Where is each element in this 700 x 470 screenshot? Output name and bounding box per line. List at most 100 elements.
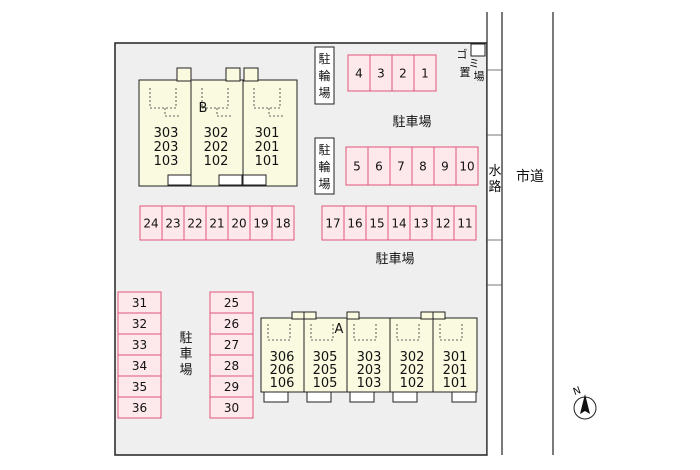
parking-space-number: 9 — [441, 159, 449, 173]
parking-space-36: 36 — [117, 396, 162, 419]
building-a-notch-5 — [432, 311, 446, 320]
room-a-5-2: 201 — [443, 363, 468, 378]
parking-space-number: 12 — [435, 216, 450, 230]
parking-space-28: 28 — [209, 354, 254, 377]
building-b-body — [138, 79, 298, 187]
parking-space-9: 9 — [433, 146, 457, 186]
bike-label-1c: 場 — [318, 86, 330, 100]
room-b-1-3: 103 — [154, 154, 179, 169]
room-a-4-2: 202 — [400, 363, 425, 378]
parking-space-number: 27 — [224, 338, 239, 352]
room-b-3-3: 101 — [255, 154, 280, 169]
room-a-3-3: 103 — [357, 376, 382, 391]
parking-space-7: 7 — [389, 146, 413, 186]
bicycle-parking-2 — [314, 137, 335, 195]
parking-space-number: 13 — [413, 216, 428, 230]
parking-label-upper: 駐車場 — [392, 115, 431, 130]
garbage-label-4: 場 — [474, 70, 485, 83]
building-b: B 303 203 103 302 202 102 301 201 101 — [138, 67, 298, 187]
parking-space-13: 13 — [409, 205, 433, 241]
building-a-notch-2 — [303, 311, 317, 320]
parking-space-number: 18 — [275, 216, 290, 230]
parking-space-number: 15 — [369, 216, 384, 230]
building-b-notch-1 — [176, 67, 192, 82]
parking-space-number: 36 — [132, 401, 147, 415]
room-b-2-2: 202 — [204, 140, 229, 155]
parking-space-number: 2 — [399, 66, 407, 80]
parking-space-11: 11 — [453, 205, 477, 241]
parking-space-number: 28 — [224, 359, 239, 373]
city-road-label: 市道 — [516, 168, 544, 185]
parking-space-23: 23 — [161, 205, 185, 241]
room-a-3-2: 203 — [357, 363, 382, 378]
room-a-4-1: 302 — [400, 350, 425, 365]
building-b-notch-3 — [243, 67, 259, 82]
parking-space-number: 7 — [397, 159, 405, 173]
bike-label-2a: 駐 — [318, 142, 330, 157]
room-b-1-1: 303 — [154, 126, 179, 141]
parking-label-middle: 駐車場 — [375, 252, 414, 267]
room-b-1-2: 203 — [154, 140, 179, 155]
room-b-3-1: 301 — [255, 126, 280, 141]
parking-space-number: 25 — [224, 296, 239, 310]
parking-space-24: 24 — [139, 205, 163, 241]
room-a-1-3: 106 — [270, 376, 295, 391]
parking-space-number: 19 — [253, 216, 268, 230]
garbage-label-3: 置 — [460, 66, 471, 79]
parking-label-left-3: 場 — [179, 363, 192, 378]
waterway-label-2: 路 — [488, 179, 501, 195]
parking-space-33: 33 — [117, 333, 162, 356]
room-a-4-3: 102 — [400, 376, 425, 391]
parking-space-14: 14 — [387, 205, 411, 241]
room-a-2-3: 105 — [313, 376, 338, 391]
parking-space-6: 6 — [367, 146, 391, 186]
room-a-3-1: 303 — [357, 350, 382, 365]
building-a-label: A — [335, 322, 344, 337]
parking-space-32: 32 — [117, 312, 162, 335]
building-b-notch-2 — [225, 67, 241, 82]
parking-space-1: 1 — [413, 54, 437, 92]
parking-space-number: 23 — [165, 216, 180, 230]
parking-space-number: 10 — [459, 159, 474, 173]
compass-needle — [580, 394, 590, 414]
parking-space-number: 34 — [132, 359, 147, 373]
parking-space-10: 10 — [455, 146, 479, 186]
parking-space-35: 35 — [117, 375, 162, 398]
parking-space-box — [271, 205, 295, 241]
parking-space-29: 29 — [209, 375, 254, 398]
north-label: N — [572, 385, 583, 398]
waterway-label-1: 水 — [488, 164, 501, 179]
parking-space-8: 8 — [411, 146, 435, 186]
parking-space-number: 8 — [419, 159, 427, 173]
parking-space-number: 5 — [353, 159, 361, 173]
building-a-entrance-2 — [306, 391, 332, 403]
parking-label-left-1: 駐 — [179, 331, 192, 346]
parking-space-number: 14 — [391, 216, 406, 230]
parking-space-17: 17 — [321, 205, 345, 241]
parking-space-25: 25 — [209, 291, 254, 314]
parking-space-box — [453, 205, 477, 241]
north-arrow: N — [572, 385, 597, 420]
parking-space-4: 4 — [347, 54, 371, 92]
building-a-entrance-5 — [451, 391, 477, 403]
waterway-strip — [487, 12, 502, 455]
room-b-2-3: 102 — [204, 154, 229, 169]
parking-space-number: 6 — [375, 159, 383, 173]
garbage-area — [470, 43, 486, 57]
parking-space-20: 20 — [227, 205, 251, 241]
parking-space-box — [413, 54, 437, 92]
parking-space-number: 16 — [347, 216, 362, 230]
building-b-entrance-3 — [242, 174, 267, 186]
parking-space-number: 1 — [421, 66, 429, 80]
parking-space-15: 15 — [365, 205, 389, 241]
parking-space-number: 32 — [132, 317, 147, 331]
building-a-entrance-4 — [392, 391, 418, 403]
parking-space-box — [455, 146, 479, 186]
parking-space-number: 26 — [224, 317, 239, 331]
parking-space-27: 27 — [209, 333, 254, 356]
parking-space-number: 22 — [187, 216, 202, 230]
room-a-2-2: 205 — [313, 363, 338, 378]
parking-space-number: 3 — [377, 66, 385, 80]
